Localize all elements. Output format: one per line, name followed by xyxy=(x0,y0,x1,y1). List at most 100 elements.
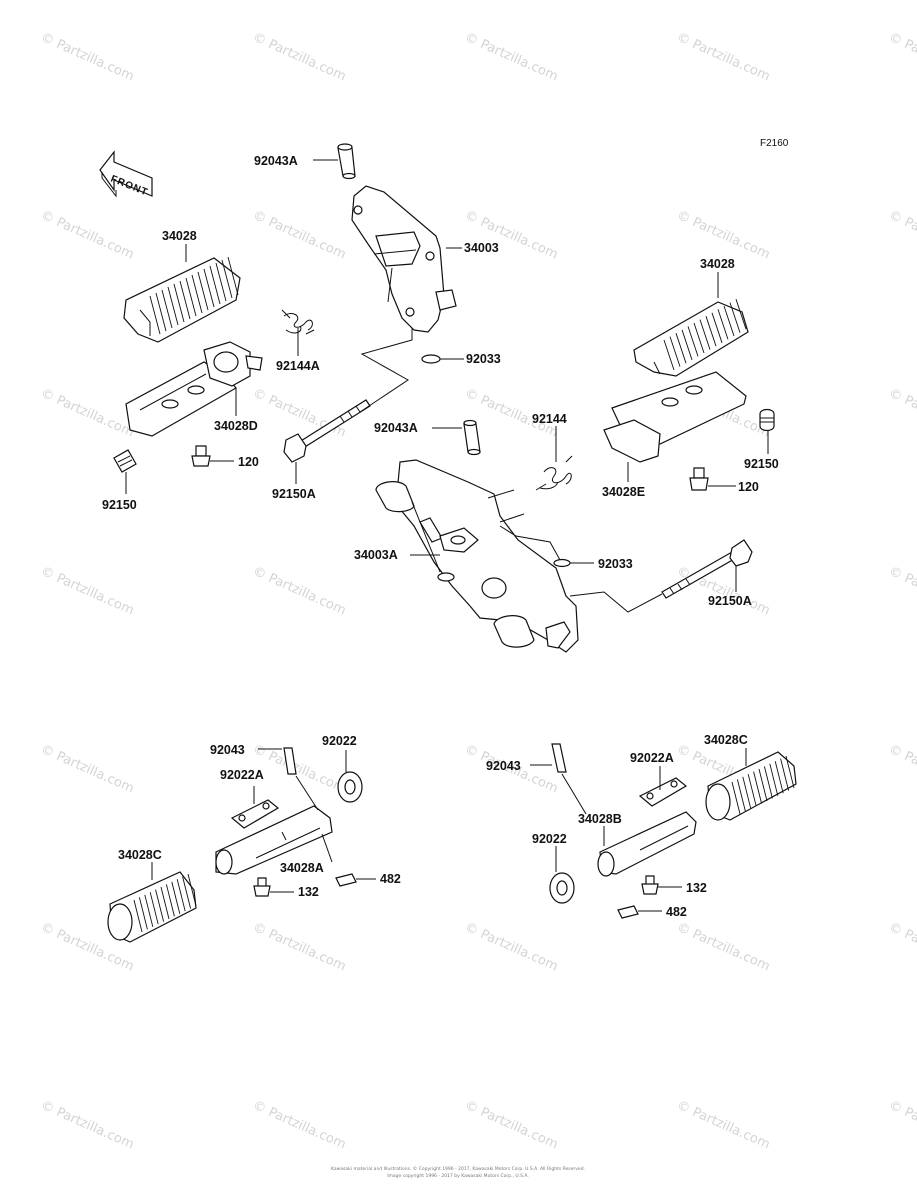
washer-34003A[interactable] xyxy=(437,572,455,582)
pin-92043A-top[interactable] xyxy=(337,143,356,180)
screw-92150-left[interactable] xyxy=(113,449,137,473)
callout-92043A-top[interactable]: 92043A xyxy=(254,154,298,168)
callout-34028C-bl[interactable]: 34028C xyxy=(118,848,162,862)
bolt-132-br[interactable] xyxy=(641,875,659,895)
callout-34028E[interactable]: 34028E xyxy=(602,485,645,499)
bracket-34003[interactable] xyxy=(351,185,457,333)
watermark-text: © Partzilla.com xyxy=(250,742,348,797)
callout-120-left[interactable]: 120 xyxy=(238,455,259,469)
rubber-ribs xyxy=(133,873,197,933)
watermark-text: © Partzilla.com xyxy=(250,1098,348,1153)
watermark-text: © Partzilla.com xyxy=(886,564,917,619)
rubber-rib xyxy=(663,339,675,371)
callout-92150-right[interactable]: 92150 xyxy=(744,457,779,471)
rubber-34028C-bl[interactable] xyxy=(107,871,197,943)
washer-92033-top[interactable] xyxy=(421,354,441,364)
plate-34003A[interactable] xyxy=(439,527,479,553)
rubber-rib xyxy=(681,329,693,360)
callout-482-bl[interactable]: 482 xyxy=(380,872,401,886)
rubber-rib xyxy=(203,268,215,308)
watermark-text: © Partzilla.com xyxy=(886,30,917,85)
callout-132-br[interactable]: 132 xyxy=(686,881,707,895)
rubber-rib xyxy=(149,295,161,335)
callout-92022-br[interactable]: 92022 xyxy=(532,832,567,846)
callout-92144[interactable]: 92144 xyxy=(532,412,567,426)
footpeg-rubber-34028-right[interactable] xyxy=(633,299,749,377)
bolt-120-right[interactable] xyxy=(689,467,709,491)
bolt-132-bl[interactable] xyxy=(253,877,271,897)
bolt-92150A-left[interactable] xyxy=(283,399,371,463)
watermark-text: © Partzilla.com xyxy=(250,564,348,619)
callout-120-right[interactable]: 120 xyxy=(738,480,759,494)
bolt-92150A-right[interactable] xyxy=(661,539,753,599)
washer-92022-bl-hole xyxy=(344,779,356,795)
watermark-text: © Partzilla.com xyxy=(886,742,917,797)
footpeg-34028E[interactable] xyxy=(603,371,747,463)
callout-92043-bl[interactable]: 92043 xyxy=(210,743,245,757)
pin-92043-br[interactable] xyxy=(551,743,567,773)
rubber-rib xyxy=(160,886,170,920)
callout-92150A-left[interactable]: 92150A xyxy=(272,487,316,501)
callout-92022-bl[interactable]: 92022 xyxy=(322,734,357,748)
callout-92150A-right[interactable]: 92150A xyxy=(708,594,752,608)
callout-92022A-bl[interactable]: 92022A xyxy=(220,768,264,782)
footpeg-34028D[interactable] xyxy=(125,341,263,437)
plate-92022A-br[interactable] xyxy=(638,777,688,807)
callout-34028-right[interactable]: 34028 xyxy=(700,257,735,271)
bracket-34003A[interactable] xyxy=(375,459,579,653)
washer-92033-mid[interactable] xyxy=(553,558,571,568)
footpeg-34028B[interactable] xyxy=(597,811,697,877)
clip-482-bl[interactable] xyxy=(335,873,357,887)
rubber-rib xyxy=(191,274,203,314)
pin-92043A-mid[interactable] xyxy=(463,419,481,456)
callout-34028-left[interactable]: 34028 xyxy=(162,229,197,243)
callout-92033-mid[interactable]: 92033 xyxy=(598,557,633,571)
callout-92144A[interactable]: 92144A xyxy=(276,359,320,373)
plate-92022A-bl[interactable] xyxy=(230,799,280,829)
rubber-rib xyxy=(149,892,159,925)
callout-34003A[interactable]: 34003A xyxy=(354,548,398,562)
footpeg-34028A[interactable] xyxy=(215,805,333,875)
rubber-rib xyxy=(729,302,741,333)
diagram-code: F2160 xyxy=(760,138,789,149)
rubber-rib xyxy=(176,879,186,912)
watermark-text: © Partzilla.com xyxy=(886,386,917,441)
callout-92022A-br[interactable]: 92022A xyxy=(630,751,674,765)
copyright-line-2: Image copyright 1996 - 2017 by Kawasaki … xyxy=(387,1173,529,1179)
watermark-text: © Partzilla.com xyxy=(38,742,136,797)
callout-92043A-mid[interactable]: 92043A xyxy=(374,421,418,435)
callout-132-bl[interactable]: 132 xyxy=(298,885,319,899)
callout-92150-left[interactable]: 92150 xyxy=(102,498,137,512)
bolt-120-left[interactable] xyxy=(191,445,211,467)
footpeg-rubber-34028-left[interactable] xyxy=(123,256,241,343)
rubber-rib xyxy=(133,899,143,933)
rubber-rib xyxy=(161,289,173,329)
rubber-rib xyxy=(187,873,197,907)
clip-482-br[interactable] xyxy=(617,905,639,919)
callout-92043-br[interactable]: 92043 xyxy=(486,759,521,773)
spring-92144[interactable] xyxy=(535,455,573,491)
callout-34028A[interactable]: 34028A xyxy=(280,861,324,875)
pin-92043-bl[interactable] xyxy=(283,747,297,775)
watermark-text: © Partzilla.com xyxy=(886,920,917,975)
callout-482-br[interactable]: 482 xyxy=(666,905,687,919)
rubber-34028C-br[interactable] xyxy=(705,751,797,821)
watermark-text: © Partzilla.com xyxy=(38,208,136,263)
watermark-text: © Partzilla.com xyxy=(250,386,348,441)
rubber-rib xyxy=(735,299,747,330)
rubber-rib xyxy=(747,774,757,807)
rubber-rib xyxy=(705,316,717,347)
callout-34003[interactable]: 34003 xyxy=(464,241,499,255)
callout-34028B[interactable]: 34028B xyxy=(578,812,622,826)
rubber-rib xyxy=(155,292,167,332)
screw-92150-right[interactable] xyxy=(759,408,775,432)
rubber-rib xyxy=(165,884,175,917)
watermark-text: © Partzilla.com xyxy=(462,1098,560,1153)
rubber-rib xyxy=(167,286,179,326)
rubber-rib xyxy=(723,305,735,337)
callout-92033-top[interactable]: 92033 xyxy=(466,352,501,366)
callout-34028C-br[interactable]: 34028C xyxy=(704,733,748,747)
rubber-rib xyxy=(227,256,239,296)
watermark-text: © Partzilla.com xyxy=(674,30,772,85)
callout-34028D[interactable]: 34028D xyxy=(214,419,258,433)
